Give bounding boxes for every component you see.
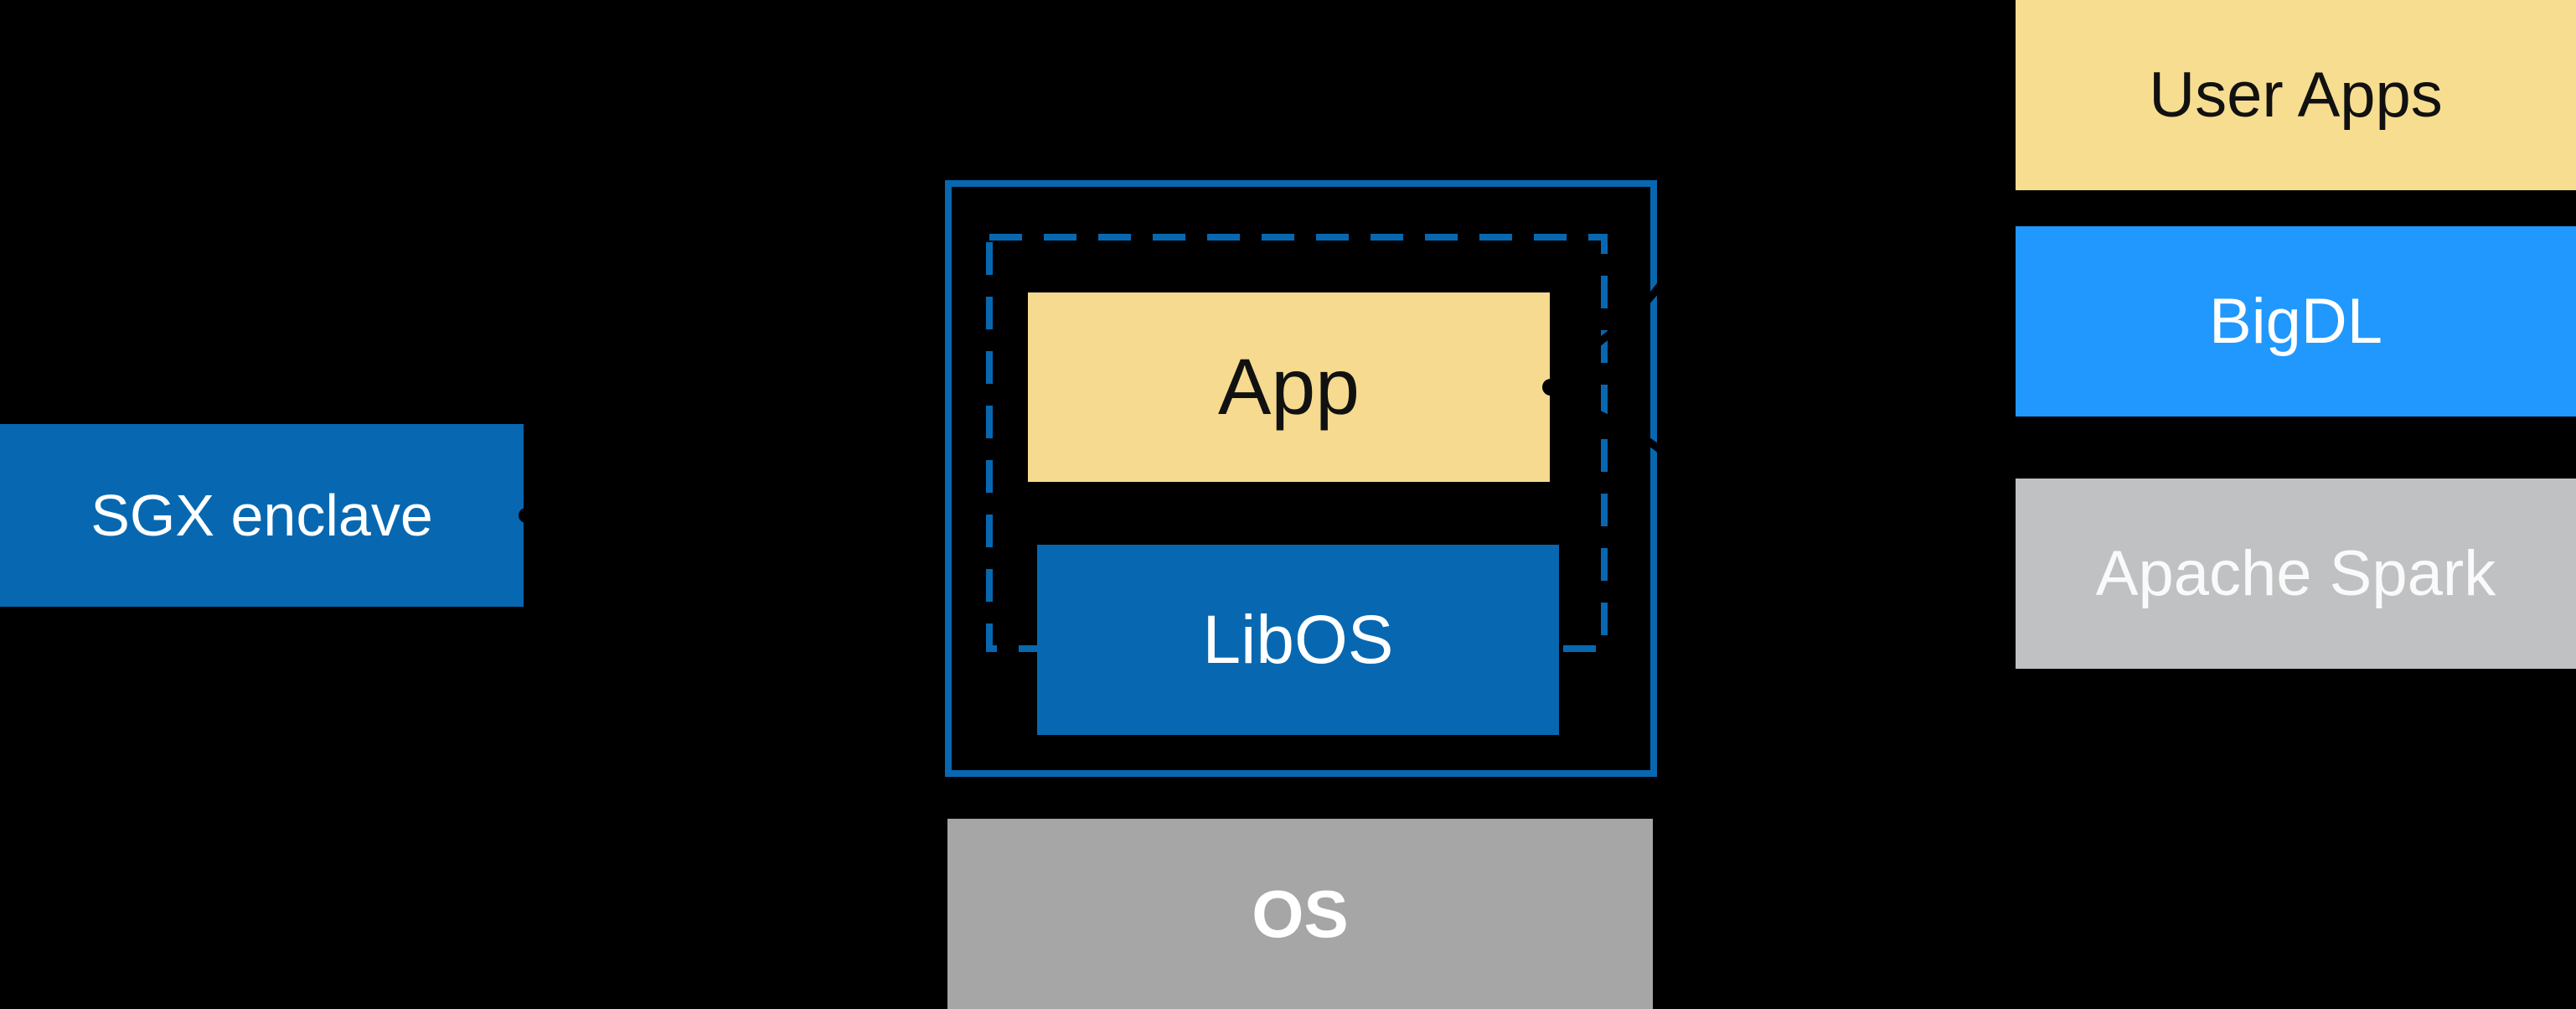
user-apps-label: User Apps [2149, 59, 2443, 131]
user-apps-box: User Apps [2016, 0, 2576, 190]
sgx-enclave-box: SGX enclave [0, 424, 524, 607]
sgx-enclave-label: SGX enclave [90, 483, 433, 548]
libos-box: LibOS [1037, 545, 1559, 735]
bigdl-box: BigDL [2016, 226, 2576, 417]
enclave-outer-border [945, 180, 1657, 777]
brace-lower-arm [1546, 383, 1747, 670]
brace-upper-arm [1546, 31, 1742, 391]
app-box: App [1028, 292, 1550, 482]
os-label: OS [1252, 876, 1349, 951]
apache-spark-label: Apache Spark [2095, 537, 2496, 609]
bigdl-label: BigDL [2209, 285, 2382, 357]
os-box: OS [947, 819, 1653, 1009]
apache-spark-box: Apache Spark [2016, 479, 2576, 669]
app-label: App [1217, 342, 1360, 432]
libos-label: LibOS [1202, 601, 1394, 678]
